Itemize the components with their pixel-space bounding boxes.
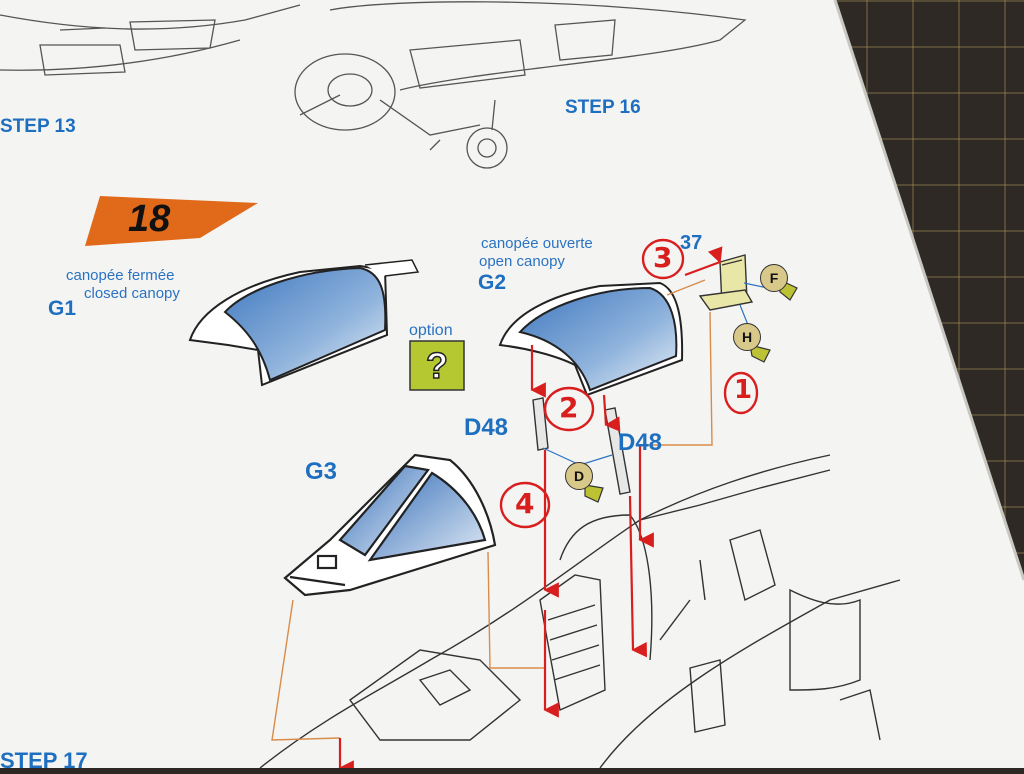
option-label: option	[409, 322, 453, 339]
annotation-3: 3	[653, 241, 673, 274]
step13-drawing	[0, 4, 301, 76]
part-37-bracket	[698, 254, 754, 311]
glue-badge-h: H	[733, 323, 761, 351]
step17-label: STEP 17	[0, 748, 88, 773]
g1-part-code: G1	[48, 297, 77, 320]
glue-badge-d: D	[565, 462, 593, 490]
g2-caption-fr: canopée ouverte	[481, 235, 593, 252]
glue-badge-f: F	[760, 264, 788, 292]
step16-drawing	[294, 1, 747, 169]
question-mark-icon: ?	[425, 344, 449, 387]
step16-label: STEP 16	[565, 97, 641, 118]
step13-label: STEP 13	[0, 116, 76, 137]
g2-part-code: G2	[478, 271, 507, 294]
g3-part-code: G3	[305, 458, 338, 485]
step-number: 18	[128, 198, 171, 240]
step-flag	[85, 196, 258, 246]
canopy-g1	[188, 259, 420, 387]
g2-caption-en: open canopy	[479, 253, 565, 270]
annotation-4: 4	[515, 487, 535, 520]
annotation-2: 2	[559, 391, 579, 424]
part-37-label: 37	[680, 232, 703, 254]
d48-left-label: D48	[464, 414, 509, 441]
option-box	[409, 340, 465, 391]
g1-caption-en: closed canopy	[84, 285, 180, 302]
fuselage-drawing	[259, 454, 901, 768]
canopy-g2	[498, 281, 684, 397]
annotation-1: 1	[734, 375, 753, 405]
g1-caption-fr: canopée fermée	[66, 267, 175, 284]
d48-right-label: D48	[618, 429, 663, 456]
canopy-g3	[283, 453, 497, 597]
